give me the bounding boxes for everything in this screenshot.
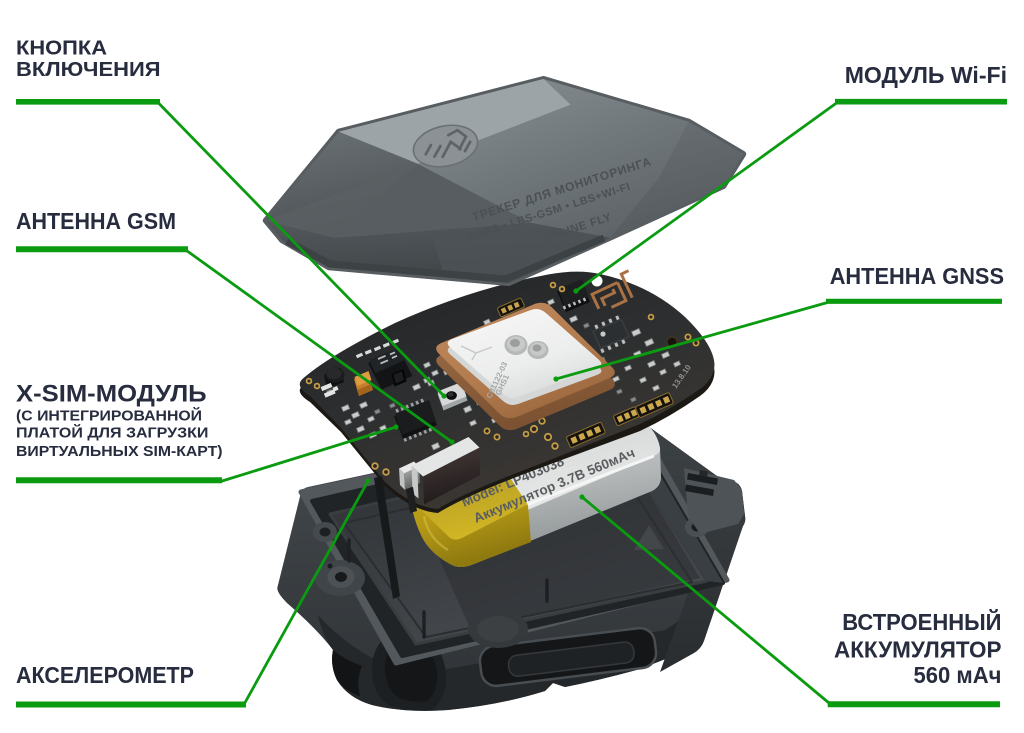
svg-text:560 мАч: 560 мАч [914,662,1002,688]
svg-text:АККУМУЛЯТОР: АККУМУЛЯТОР [834,636,1002,662]
svg-text:ПЛАТОЙ ДЛЯ ЗАГРУЗКИ: ПЛАТОЙ ДЛЯ ЗАГРУЗКИ [16,424,208,442]
svg-text:ВКЛЮЧЕНИЯ: ВКЛЮЧЕНИЯ [16,58,161,81]
svg-text:МОДУЛЬ Wi-Fi: МОДУЛЬ Wi-Fi [845,62,1007,88]
svg-text:ВИРТУАЛЬНЫХ SIM-КАРТ): ВИРТУАЛЬНЫХ SIM-КАРТ) [16,443,223,460]
svg-text:КНОПКА: КНОПКА [16,36,107,59]
svg-text:(С ИНТЕГРИРОВАННОЙ: (С ИНТЕГРИРОВАННОЙ [16,406,202,424]
svg-text:АНТЕННА GNSS: АНТЕННА GNSS [830,263,1004,289]
svg-text:АНТЕННА GSM: АНТЕННА GSM [16,208,176,234]
svg-text:АКСЕЛЕРОМЕТР: АКСЕЛЕРОМЕТР [16,662,194,688]
svg-text:ВСТРОЕННЫЙ: ВСТРОЕННЫЙ [842,608,1001,635]
svg-text:X-SIM-МОДУЛЬ: X-SIM-МОДУЛЬ [16,380,207,407]
